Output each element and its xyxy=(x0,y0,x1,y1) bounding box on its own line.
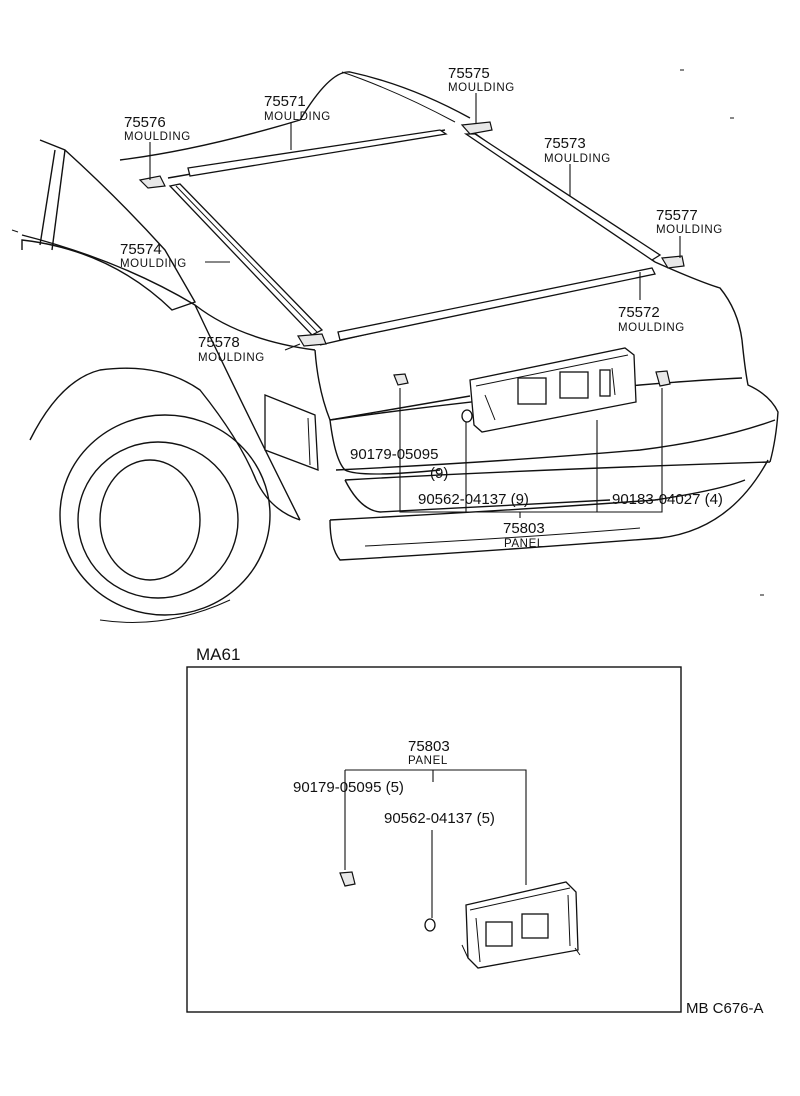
nut-90183-on-car xyxy=(655,370,671,387)
moulding-75571 xyxy=(187,129,448,177)
moulding-75576 xyxy=(138,175,166,189)
inset-part-number-75803: 75803 xyxy=(408,738,450,755)
fastener-90179-label: 90179-05095 xyxy=(350,446,438,463)
part-number-75803: 75803 xyxy=(503,520,545,537)
moulding-75574 xyxy=(168,183,324,336)
leader-lines xyxy=(149,93,681,518)
part-name-75571: MOULDING xyxy=(264,111,331,123)
part-number-75575: 75575 xyxy=(448,65,490,82)
part-name-75578: MOULDING xyxy=(198,352,265,364)
inset-grommet-90562 xyxy=(424,918,436,932)
car-body-illustration xyxy=(11,69,779,623)
inset-part-name-75803: PANEL xyxy=(408,755,448,767)
part-name-75573: MOULDING xyxy=(544,153,611,165)
fastener-90179-qty: (9) xyxy=(430,465,448,482)
inset-frame xyxy=(186,666,682,1013)
part-number-75576: 75576 xyxy=(124,114,166,131)
part-name-75575: MOULDING xyxy=(448,82,515,94)
inset-title: MA61 xyxy=(196,645,240,664)
fastener-90562-label: 90562-04137 (9) xyxy=(418,491,529,508)
part-name-75577: MOULDING xyxy=(656,224,723,236)
inset-fastener-90179: 90179-05095 (5) xyxy=(293,779,404,796)
part-number-75578: 75578 xyxy=(198,334,240,351)
moulding-75572 xyxy=(337,267,656,341)
part-name-75803: PANEL xyxy=(504,538,544,550)
moulding-75575 xyxy=(460,121,493,135)
part-name-75576: MOULDING xyxy=(124,131,191,143)
moulding-75578 xyxy=(296,333,327,347)
inset-fastener-90562: 90562-04137 (5) xyxy=(384,810,495,827)
inset-ma61: MA61 75803 PANEL 90179-05095 (5) 90562-0… xyxy=(186,645,682,1013)
part-name-75572: MOULDING xyxy=(618,322,685,334)
part-number-75572: 75572 xyxy=(618,304,660,321)
clip-90179-on-car xyxy=(393,373,409,386)
part-number-75574: 75574 xyxy=(120,241,162,258)
panel-75803-on-car xyxy=(393,347,671,433)
part-number-75571: 75571 xyxy=(264,93,306,110)
fastener-90183-label: 90183-04027 (4) xyxy=(612,491,723,508)
part-number-75573: 75573 xyxy=(544,135,586,152)
grommet-90562-on-car xyxy=(461,409,473,423)
inset-clip-90179 xyxy=(339,871,356,887)
callout-labels: 75571 MOULDING 75575 MOULDING 75576 MOUL… xyxy=(120,65,723,550)
diagram-code: MB C676-A xyxy=(686,1000,764,1017)
part-number-75577: 75577 xyxy=(656,207,698,224)
inset-panel-75803 xyxy=(461,881,581,969)
moulding-parts xyxy=(138,121,685,347)
moulding-75577 xyxy=(660,255,685,269)
part-name-75574: MOULDING xyxy=(120,258,187,270)
